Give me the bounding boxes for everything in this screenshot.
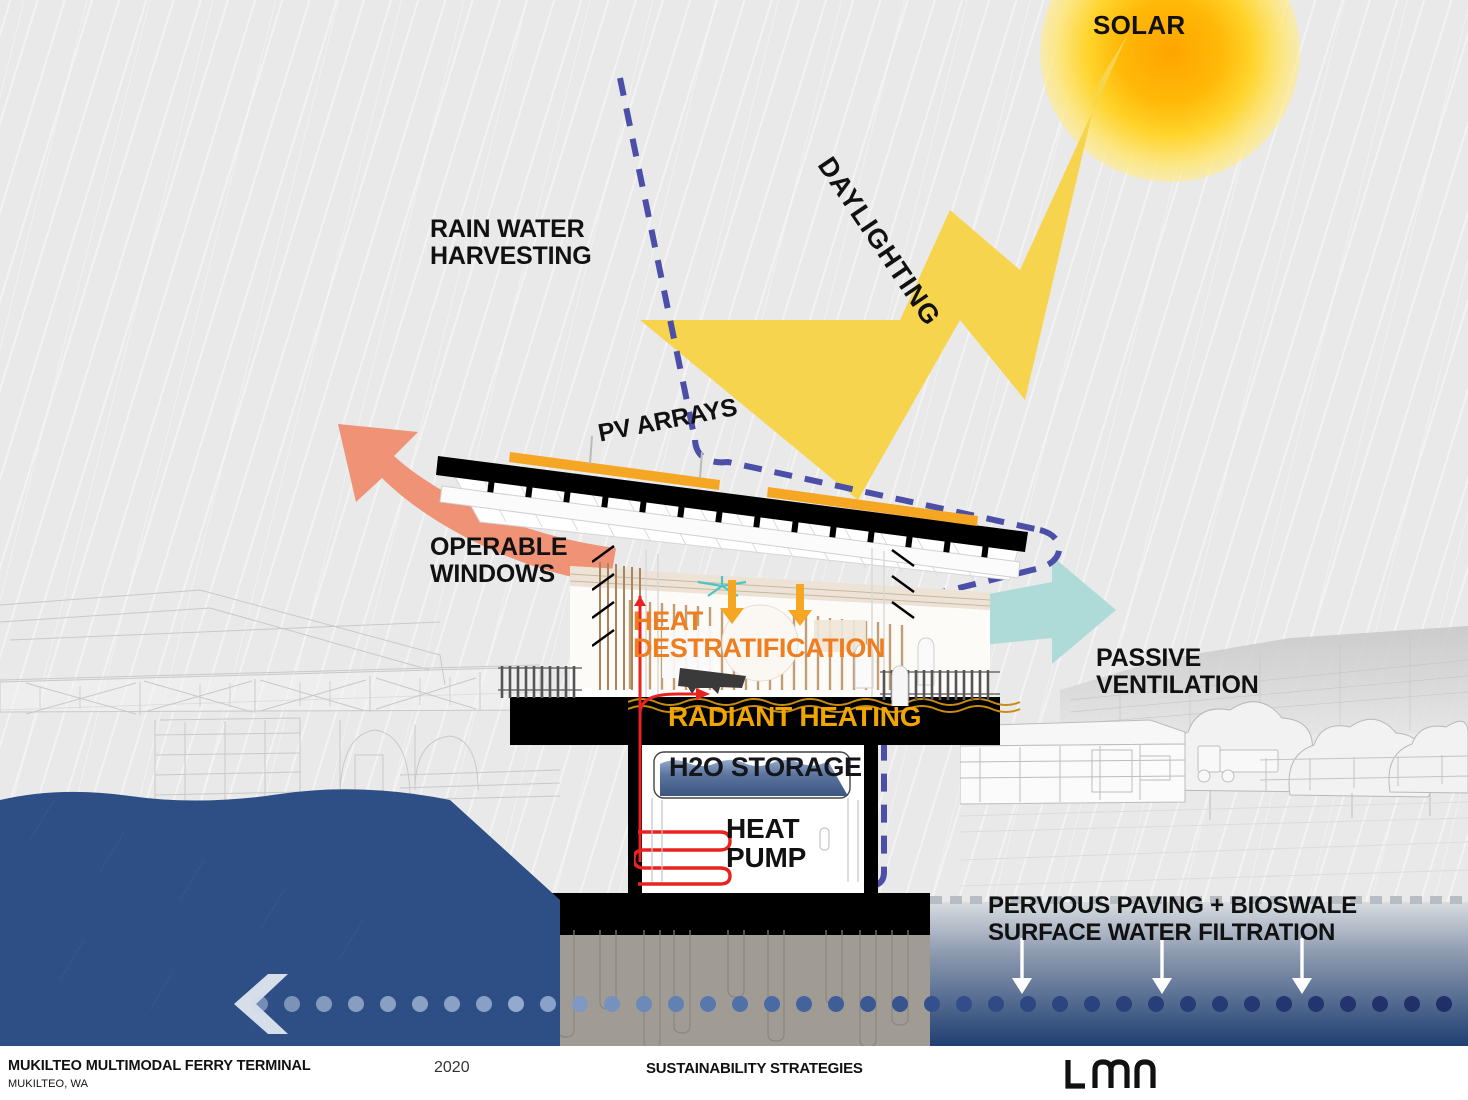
radiant-heating-squiggles [628, 698, 1021, 713]
label-heat-destratification: HEAT DESTRATIFICATION [633, 606, 886, 663]
label-heat-pump: HEAT PUMP [726, 813, 807, 873]
label-rain-water-harvesting: RAIN WATER HARVESTING [430, 215, 592, 270]
label-passive-ventilation: PASSIVE VENTILATION [1096, 644, 1259, 699]
mechanical-room-details [651, 798, 859, 882]
lmn-logo [1063, 1050, 1159, 1094]
sheet-footer: MUKILTEO MULTIMODAL FERRY TERMINAL MUKIL… [0, 1046, 1468, 1100]
label-solar: SOLAR [1093, 10, 1186, 40]
label-radiant-heating: RADIANT HEATING [668, 701, 922, 732]
daylighting-beam [640, 34, 1128, 500]
hillside-and-trees-illustration [960, 626, 1468, 887]
label-pervious-paving-bioswale: PERVIOUS PAVING + BIOSWALE SURFACE WATER… [988, 892, 1357, 946]
main-deck-slab [510, 697, 1000, 745]
water-storage-tank [653, 751, 851, 799]
heat-pump-coil [634, 830, 732, 886]
sea-water-left [0, 789, 560, 1046]
roof-assembly [436, 435, 1028, 582]
sheet-title: SUSTAINABILITY STRATEGIES [646, 1060, 863, 1077]
destratification-arrows [720, 580, 812, 626]
bioswale-infiltration-zone [930, 896, 1468, 1046]
diagram-canvas: SOLAR DAYLIGHTING RAIN WATER HARVESTING … [0, 0, 1468, 1046]
project-title: MUKILTEO MULTIMODAL FERRY TERMINAL [8, 1058, 311, 1074]
groundwater-flow-path [234, 974, 1452, 1034]
exhaust-air-arrow [338, 424, 616, 584]
label-h2o-storage: H2O STORAGE [669, 752, 862, 782]
project-location: MUKILTEO, WA [8, 1078, 89, 1090]
platform-railings [498, 665, 1000, 706]
heat-pump-supply-line [634, 596, 710, 862]
project-year: 2020 [434, 1059, 470, 1076]
label-operable-windows: OPERABLE WINDOWS [430, 533, 568, 588]
lower-deck-slab [520, 893, 930, 935]
